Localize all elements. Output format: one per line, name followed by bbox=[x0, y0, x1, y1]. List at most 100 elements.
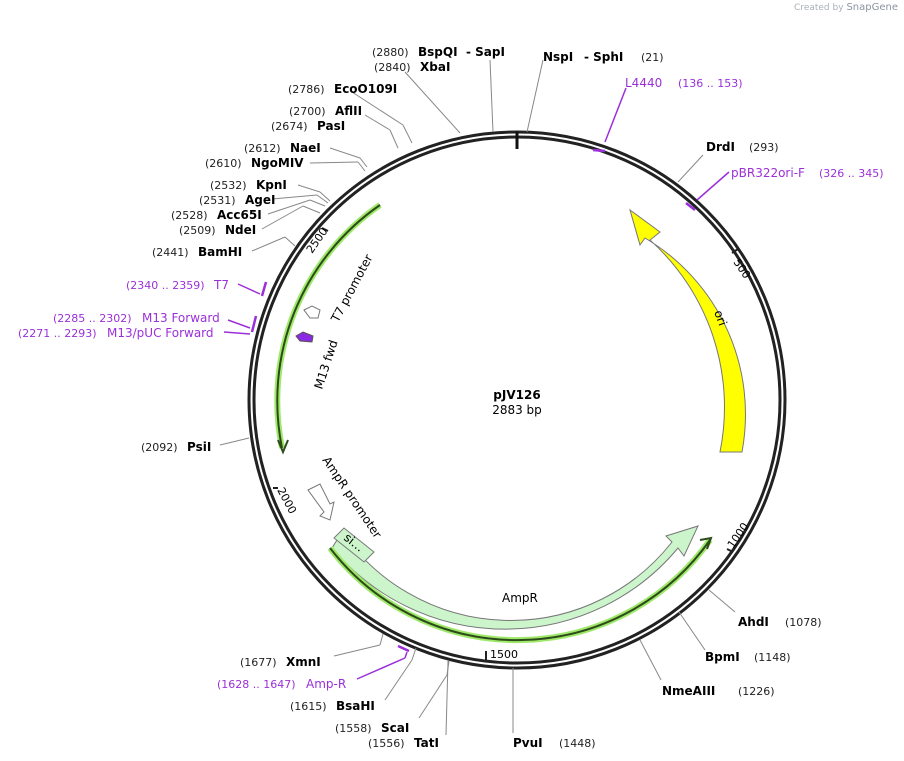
svg-text:BamHI: BamHI bbox=[198, 245, 242, 259]
svg-text:Amp-R: Amp-R bbox=[306, 677, 346, 691]
svg-text:BpmI: BpmI bbox=[705, 650, 740, 664]
svg-text:(1677): (1677) bbox=[240, 656, 277, 669]
svg-text:XmnI: XmnI bbox=[286, 655, 321, 669]
svg-text:BsaHI: BsaHI bbox=[336, 699, 375, 713]
enzyme-ngomiv[interactable]: (2610) NgoMIV bbox=[205, 156, 304, 170]
enzyme-xmni[interactable]: (1677) XmnI bbox=[240, 655, 321, 669]
plasmid-backbone bbox=[247, 130, 787, 670]
enzyme-tati[interactable]: (1556) TatI bbox=[368, 736, 439, 750]
svg-text:(293): (293) bbox=[749, 141, 779, 154]
svg-text:(2880): (2880) bbox=[372, 46, 409, 59]
svg-text:(1558): (1558) bbox=[335, 722, 372, 735]
enzyme-acc65i[interactable]: (2528) Acc65I bbox=[171, 208, 262, 222]
svg-text:(2509): (2509) bbox=[179, 224, 216, 237]
ori-label: ori bbox=[711, 308, 729, 327]
svg-text:T7: T7 bbox=[213, 278, 229, 292]
svg-text:BspQI: BspQI bbox=[418, 45, 458, 59]
svg-text:T7 promoter: T7 promoter bbox=[328, 252, 376, 325]
svg-text:XbaI: XbaI bbox=[420, 60, 450, 74]
plasmid-name: pJV126 bbox=[493, 388, 540, 402]
svg-text:NdeI: NdeI bbox=[225, 223, 256, 237]
svg-text:(1556): (1556) bbox=[368, 737, 405, 750]
svg-text:(1615): (1615) bbox=[290, 700, 327, 713]
enzyme-leader-lines bbox=[219, 59, 736, 736]
primer-pbr322ori-f[interactable]: pBR322ori-F (326 .. 345) bbox=[731, 166, 884, 180]
svg-text:(2612): (2612) bbox=[244, 142, 281, 155]
enzyme-xbai[interactable]: (2840) XbaI bbox=[374, 60, 450, 74]
svg-text:(1078): (1078) bbox=[785, 616, 822, 629]
m13-fwd-feature[interactable]: M13 fwd bbox=[295, 331, 341, 391]
enzyme-nmeaiii[interactable]: NmeAIII (1226) bbox=[662, 684, 775, 698]
ori-feature[interactable]: ori bbox=[629, 208, 746, 453]
svg-text:AhdI: AhdI bbox=[738, 615, 769, 629]
enzyme-pasi[interactable]: (2674) PasI bbox=[271, 119, 345, 133]
enzyme-kpni[interactable]: (2532) KpnI bbox=[210, 178, 287, 192]
svg-text:(1148): (1148) bbox=[754, 651, 791, 664]
svg-text:(2700): (2700) bbox=[289, 105, 326, 118]
svg-text:(2786): (2786) bbox=[288, 83, 325, 96]
svg-text:AgeI: AgeI bbox=[245, 193, 275, 207]
enzyme-labels: (2880) BspQI - SapI (2840) XbaI (2786) E… bbox=[141, 45, 822, 750]
svg-text:M13/pUC Forward: M13/pUC Forward bbox=[107, 326, 214, 340]
svg-text:PvuI: PvuI bbox=[513, 736, 543, 750]
svg-text:(2092): (2092) bbox=[141, 441, 178, 454]
svg-text:KpnI: KpnI bbox=[256, 178, 287, 192]
svg-text:(326 .. 345): (326 .. 345) bbox=[819, 167, 884, 180]
primer-l4440[interactable]: L4440 (136 .. 153) bbox=[625, 76, 743, 90]
enzyme-bamhi[interactable]: (2441) BamHI bbox=[152, 245, 242, 259]
svg-text:Acc65I: Acc65I bbox=[217, 208, 262, 222]
svg-text:(2285 .. 2302): (2285 .. 2302) bbox=[53, 312, 132, 325]
position-ticks: 500 1000 1500 2000 2500 bbox=[273, 225, 753, 661]
enzyme-bspqi[interactable]: (2880) BspQI - SapI bbox=[372, 45, 505, 59]
svg-text:(2528): (2528) bbox=[171, 209, 208, 222]
svg-text:NgoMIV: NgoMIV bbox=[251, 156, 304, 170]
primer-m13-forward[interactable]: (2285 .. 2302) M13 Forward bbox=[53, 311, 220, 325]
snapgene-brand: SnapGene bbox=[846, 2, 898, 13]
enzyme-ndei[interactable]: (2509) NdeI bbox=[179, 223, 256, 237]
svg-text:TatI: TatI bbox=[414, 736, 439, 750]
primer-labels: L4440 (136 .. 153) pBR322ori-F (326 .. 3… bbox=[18, 76, 884, 691]
svg-text:DrdI: DrdI bbox=[706, 140, 735, 154]
ampr-feature[interactable]: AmpR bbox=[331, 525, 699, 630]
primer-markers bbox=[223, 87, 730, 680]
primer-m13-puc-forward[interactable]: (2271 .. 2293) M13/pUC Forward bbox=[18, 326, 214, 340]
svg-text:NmeAIII: NmeAIII bbox=[662, 684, 715, 698]
enzyme-scai[interactable]: (1558) ScaI bbox=[335, 721, 409, 735]
enzyme-bsahi[interactable]: (1615) BsaHI bbox=[290, 699, 375, 713]
enzyme-drdi[interactable]: DrdI (293) bbox=[706, 140, 779, 154]
svg-text:(1448): (1448) bbox=[559, 737, 596, 750]
primer-t7[interactable]: (2340 .. 2359) T7 bbox=[126, 278, 229, 292]
enzyme-psii[interactable]: (2092) PsiI bbox=[141, 440, 211, 454]
enzyme-ahdi[interactable]: AhdI (1078) bbox=[738, 615, 822, 629]
enzyme-bpmi[interactable]: BpmI (1148) bbox=[705, 650, 791, 664]
svg-text:L4440: L4440 bbox=[625, 76, 662, 90]
svg-text:(2840): (2840) bbox=[374, 61, 411, 74]
svg-text:M13 Forward: M13 Forward bbox=[142, 311, 220, 325]
svg-text:PsiI: PsiI bbox=[187, 440, 211, 454]
svg-text:(1628 .. 1647): (1628 .. 1647) bbox=[217, 678, 296, 691]
svg-text:(2340 .. 2359): (2340 .. 2359) bbox=[126, 279, 205, 292]
orf-arcs bbox=[274, 202, 713, 644]
ampr-label: AmpR bbox=[502, 591, 538, 605]
plasmid-length: 2883 bp bbox=[492, 403, 542, 417]
svg-text:(2441): (2441) bbox=[152, 246, 189, 259]
svg-text:pBR322ori-F: pBR322ori-F bbox=[731, 166, 805, 180]
enzyme-pvui[interactable]: PvuI (1448) bbox=[513, 736, 596, 750]
svg-text:(2532): (2532) bbox=[210, 179, 247, 192]
svg-text:PasI: PasI bbox=[317, 119, 345, 133]
svg-text:(21): (21) bbox=[641, 51, 664, 64]
svg-text:(2610): (2610) bbox=[205, 157, 242, 170]
svg-text:1500: 1500 bbox=[490, 648, 518, 661]
enzyme-nspi[interactable]: NspI - SphI (21) bbox=[543, 50, 664, 64]
t7-promoter-feature[interactable]: T7 promoter bbox=[303, 252, 376, 325]
enzyme-naei[interactable]: (2612) NaeI bbox=[244, 141, 321, 155]
enzyme-aflii[interactable]: (2700) AflII bbox=[289, 104, 362, 118]
primer-amp-r[interactable]: (1628 .. 1647) Amp-R bbox=[217, 677, 346, 691]
snapgene-watermark: Created by SnapGene bbox=[794, 2, 898, 13]
svg-text:- SphI: - SphI bbox=[584, 50, 623, 64]
enzyme-ecoo109i[interactable]: (2786) EcoO109I bbox=[288, 82, 397, 96]
ampr-promoter-feature[interactable]: AmpR promoter bbox=[307, 454, 384, 541]
svg-text:ScaI: ScaI bbox=[381, 721, 409, 735]
svg-text:- SapI: - SapI bbox=[466, 45, 505, 59]
enzyme-agei[interactable]: (2531) AgeI bbox=[199, 193, 275, 207]
